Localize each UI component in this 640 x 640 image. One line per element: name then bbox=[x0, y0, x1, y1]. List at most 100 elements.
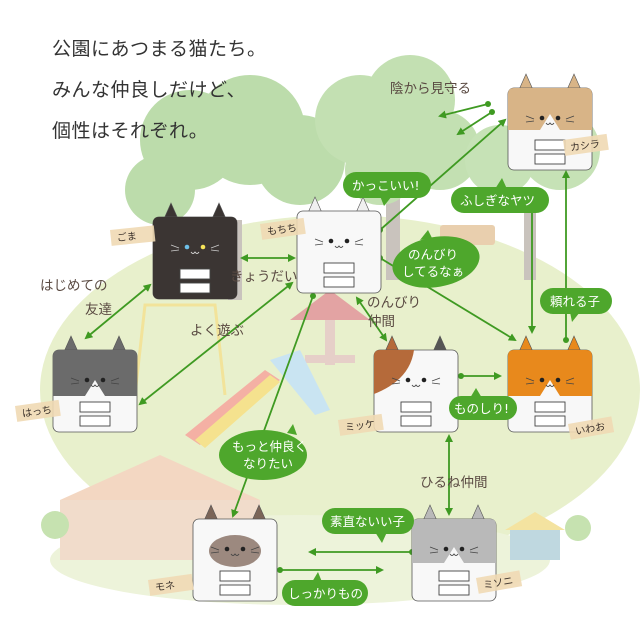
blank-field bbox=[438, 584, 470, 596]
bubble-closer: もっと仲良く なりたい bbox=[219, 424, 307, 480]
cat-name-tag: ごま bbox=[109, 225, 156, 246]
gazebo bbox=[290, 290, 370, 365]
title-line-2: みんな仲良しだけど、 bbox=[52, 79, 247, 101]
bubble-dependable: しっかりもの bbox=[282, 572, 368, 606]
mouth bbox=[90, 384, 100, 387]
whiskers bbox=[391, 377, 441, 385]
blank-field bbox=[438, 570, 470, 582]
eye-icon bbox=[405, 377, 411, 383]
eye-icon bbox=[328, 238, 334, 244]
cat-name: いわお bbox=[574, 421, 606, 438]
blank-field bbox=[534, 153, 566, 165]
tape bbox=[109, 225, 156, 246]
blank-field bbox=[179, 282, 211, 294]
eye-icon bbox=[539, 115, 545, 121]
cat-fur bbox=[508, 350, 592, 396]
bubble-closer-text-1: もっと仲良く bbox=[232, 439, 307, 454]
face-blaze bbox=[540, 380, 560, 396]
cat-8: ミソニ bbox=[411, 504, 523, 602]
cat-name: カシラ bbox=[569, 138, 600, 154]
mouth bbox=[545, 384, 555, 387]
relation-arrow bbox=[355, 296, 388, 342]
blank-field bbox=[79, 401, 111, 413]
whiskers bbox=[314, 238, 364, 246]
eye-icon bbox=[443, 546, 449, 552]
mouth bbox=[334, 245, 344, 248]
mouth bbox=[230, 553, 240, 556]
blank-field bbox=[179, 268, 211, 280]
label-first-friend-2: 友達 bbox=[85, 302, 112, 318]
eye-icon bbox=[555, 115, 561, 121]
cat-name-tag: モネ bbox=[148, 573, 194, 596]
arrow-origin-dot bbox=[277, 567, 283, 573]
eye-icon bbox=[100, 377, 106, 383]
blank-field bbox=[79, 415, 111, 427]
cat-fur bbox=[412, 519, 496, 563]
label-nap-mates: ひるね仲間 bbox=[420, 475, 488, 491]
title-line-3: 個性はそれぞれ。 bbox=[52, 120, 209, 142]
siamese-mask bbox=[209, 535, 261, 567]
whiskers bbox=[525, 115, 575, 123]
eye-icon bbox=[344, 238, 350, 244]
cat-2: ごま bbox=[109, 202, 238, 300]
cat-name: ごま bbox=[116, 229, 137, 244]
arrow-origin-dot bbox=[563, 337, 569, 343]
bubble-mysterious: ふしぎなヤツ bbox=[451, 178, 549, 213]
cat-name-tag: はっち bbox=[15, 399, 61, 422]
arrow-origin-dot bbox=[485, 101, 491, 107]
relation-arrow bbox=[138, 281, 294, 406]
face-blaze bbox=[444, 547, 464, 563]
arrows bbox=[84, 101, 570, 574]
cat-3: もちち bbox=[260, 196, 382, 294]
arrow-origin-dot bbox=[458, 373, 464, 379]
eye-icon bbox=[84, 377, 90, 383]
eye-icon bbox=[555, 377, 561, 383]
eye-icon bbox=[421, 377, 427, 383]
whiskers bbox=[70, 377, 120, 385]
cat-4: はっち bbox=[15, 335, 138, 433]
bubble-honest: 素直ないい子 bbox=[322, 508, 414, 543]
mouth bbox=[449, 553, 459, 556]
blank-field bbox=[323, 262, 355, 274]
bubble-honest-text: 素直ないい子 bbox=[330, 514, 405, 529]
mouth bbox=[545, 122, 555, 125]
blank-field bbox=[534, 139, 566, 151]
calico-patch bbox=[374, 350, 414, 394]
cat-fur bbox=[153, 217, 237, 299]
whiskers bbox=[210, 546, 260, 554]
tape bbox=[476, 570, 523, 594]
bubble-reliable: 頼れる子 bbox=[540, 288, 612, 322]
bubble-knowledgeable-text: ものしり! bbox=[454, 401, 509, 416]
eye-icon bbox=[459, 546, 465, 552]
cat-name: もちち bbox=[266, 222, 297, 238]
cat-5: ミッケ bbox=[338, 335, 459, 436]
tape bbox=[148, 573, 194, 596]
cat-name-tag: ミッケ bbox=[338, 413, 384, 436]
bubble-relaxed: のんびり してるなぁ bbox=[392, 230, 480, 288]
blank-field bbox=[323, 276, 355, 288]
house-right bbox=[505, 512, 591, 560]
tape bbox=[563, 133, 609, 156]
face-blaze bbox=[540, 114, 560, 130]
cat-1: カシラ bbox=[507, 73, 609, 171]
cat-name-tag: ミソニ bbox=[476, 570, 523, 594]
label-siblings: きょうだい bbox=[230, 269, 298, 285]
blank-field bbox=[219, 570, 251, 582]
bubble-closer-text-2: なりたい bbox=[243, 456, 293, 471]
cat-name: モネ bbox=[154, 579, 175, 594]
cat-6: いわお bbox=[507, 335, 615, 440]
bubble-relaxed-text-2: してるなぁ bbox=[402, 264, 464, 279]
blank-field bbox=[400, 415, 432, 427]
label-watch: 陰から見守る bbox=[390, 81, 471, 97]
cat-name: ミッケ bbox=[344, 418, 375, 434]
whiskers bbox=[170, 244, 220, 252]
cat-fur bbox=[508, 88, 592, 130]
bubble-cool: かっこいい! bbox=[343, 172, 431, 206]
tape bbox=[15, 399, 61, 422]
bubble-knowledgeable: ものしり! bbox=[449, 388, 517, 420]
cat-name-tag: もちち bbox=[260, 217, 306, 240]
whiskers bbox=[525, 377, 575, 385]
